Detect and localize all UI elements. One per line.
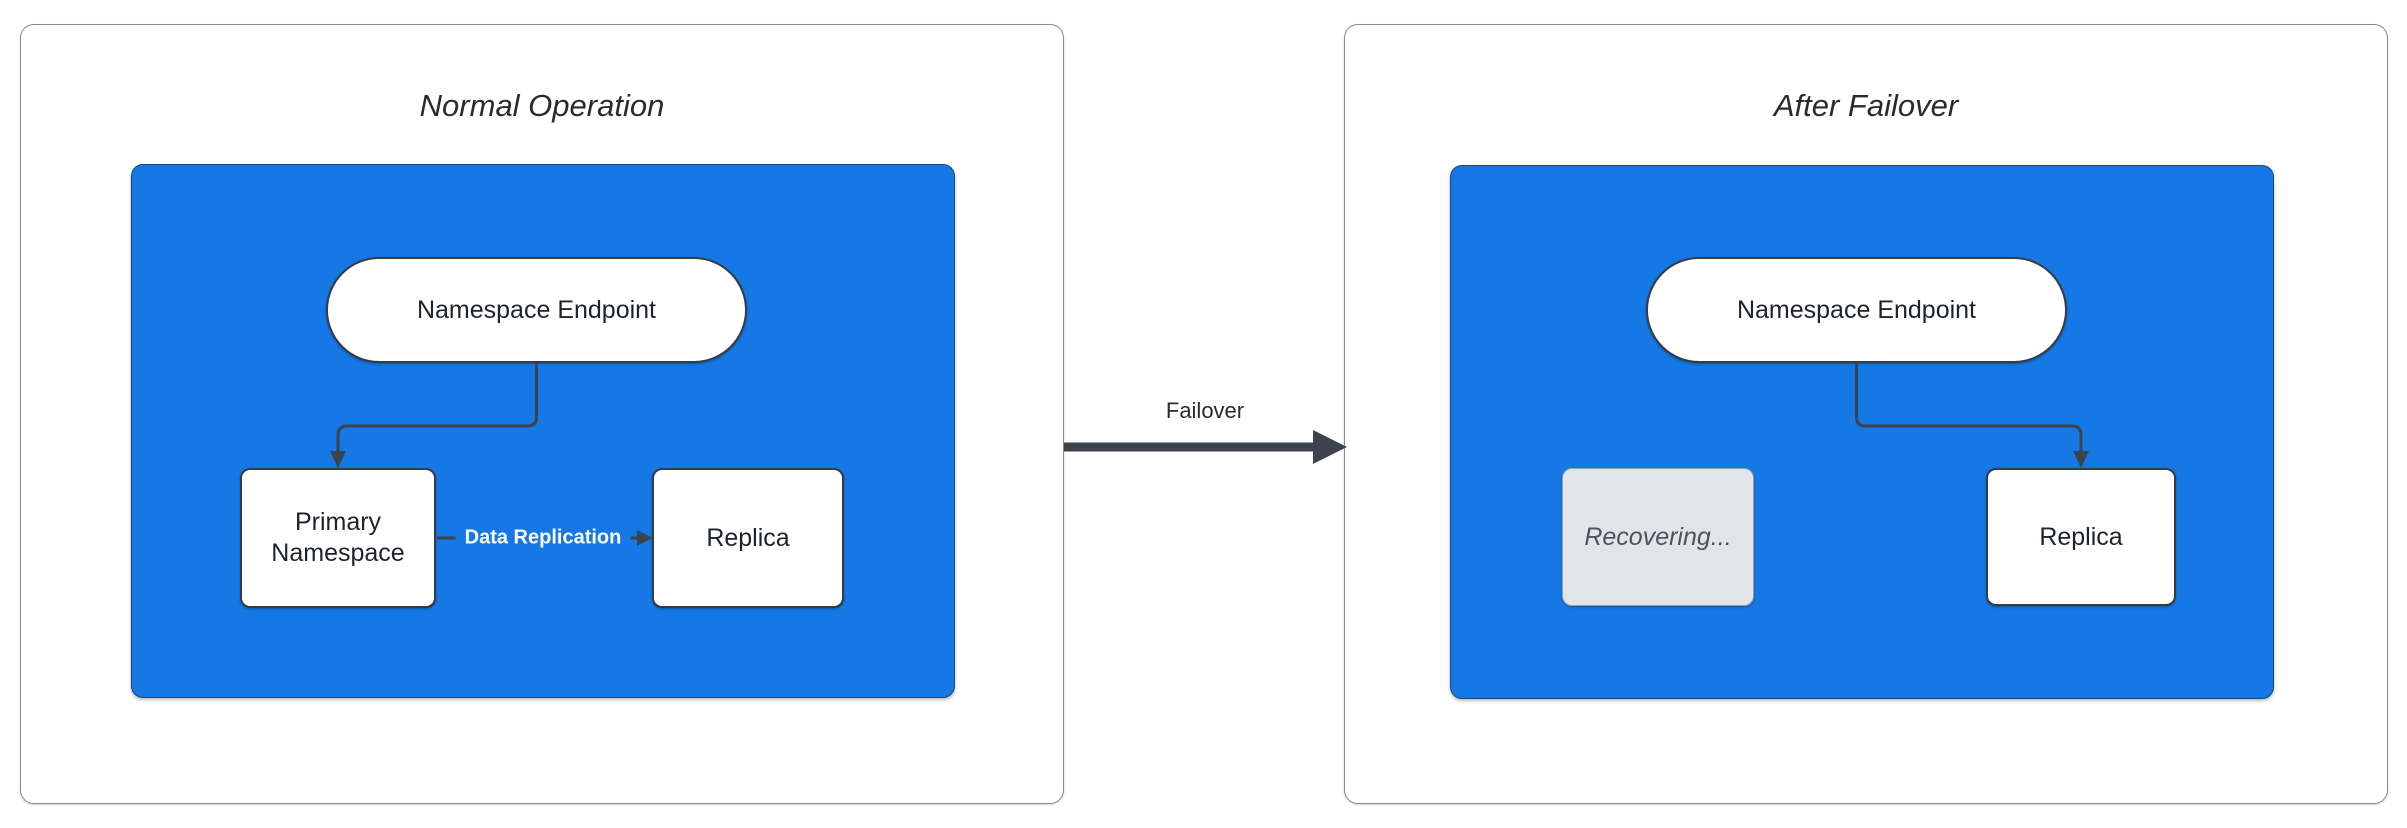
after-failover-title: After Failover <box>1773 88 1959 123</box>
data-replication-label: Data Replication <box>455 523 631 553</box>
namespace-endpoint-node-right: Namespace Endpoint <box>1646 257 2067 363</box>
primary-namespace-label: Primary Namespace <box>271 508 405 567</box>
namespace-endpoint-node-left: Namespace Endpoint <box>326 257 747 363</box>
replica-node-left: Replica <box>652 468 844 608</box>
failover-arrowhead-icon <box>1313 430 1347 464</box>
recovering-node: Recovering... <box>1562 468 1754 606</box>
normal-operation-title: Normal Operation <box>419 88 665 123</box>
failover-namespace-container <box>1450 165 2274 699</box>
namespace-endpoint-label-right: Namespace Endpoint <box>1736 295 1977 324</box>
replica-label-left: Replica <box>706 523 790 552</box>
after-failover-panel <box>1344 24 2388 804</box>
replica-node-right: Replica <box>1986 468 2176 606</box>
normal-namespace-container <box>131 164 955 698</box>
normal-operation-panel <box>20 24 1064 804</box>
primary-namespace-node: Primary Namespace <box>240 468 436 608</box>
replica-label-right: Replica <box>2039 522 2123 551</box>
failover-label: Failover <box>1157 396 1253 426</box>
recovering-label: Recovering... <box>1584 522 1732 551</box>
namespace-endpoint-label-left: Namespace Endpoint <box>416 295 657 324</box>
